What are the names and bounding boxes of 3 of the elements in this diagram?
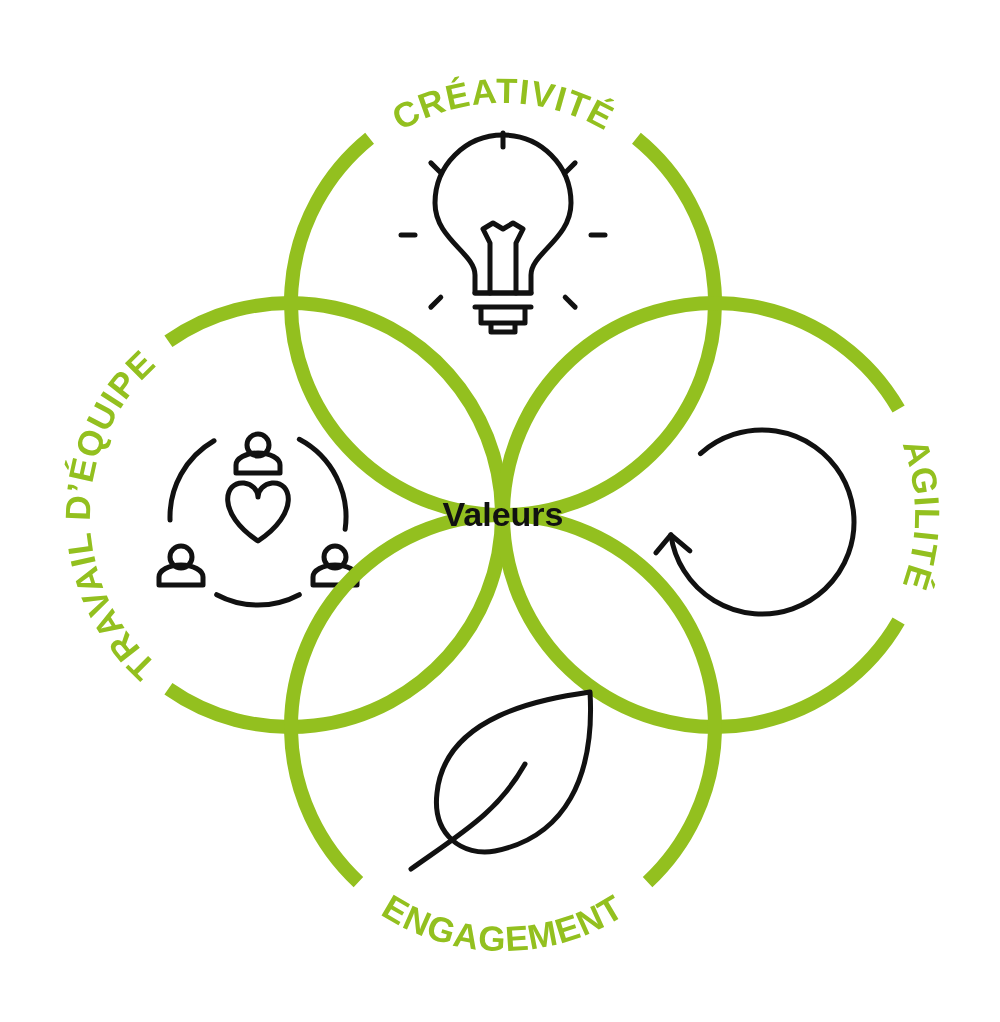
center-label: Valeurs [441, 494, 565, 534]
value-label: ENGAGEMENT [376, 886, 630, 959]
value-label: CRÉATIVITÉ [385, 70, 621, 138]
